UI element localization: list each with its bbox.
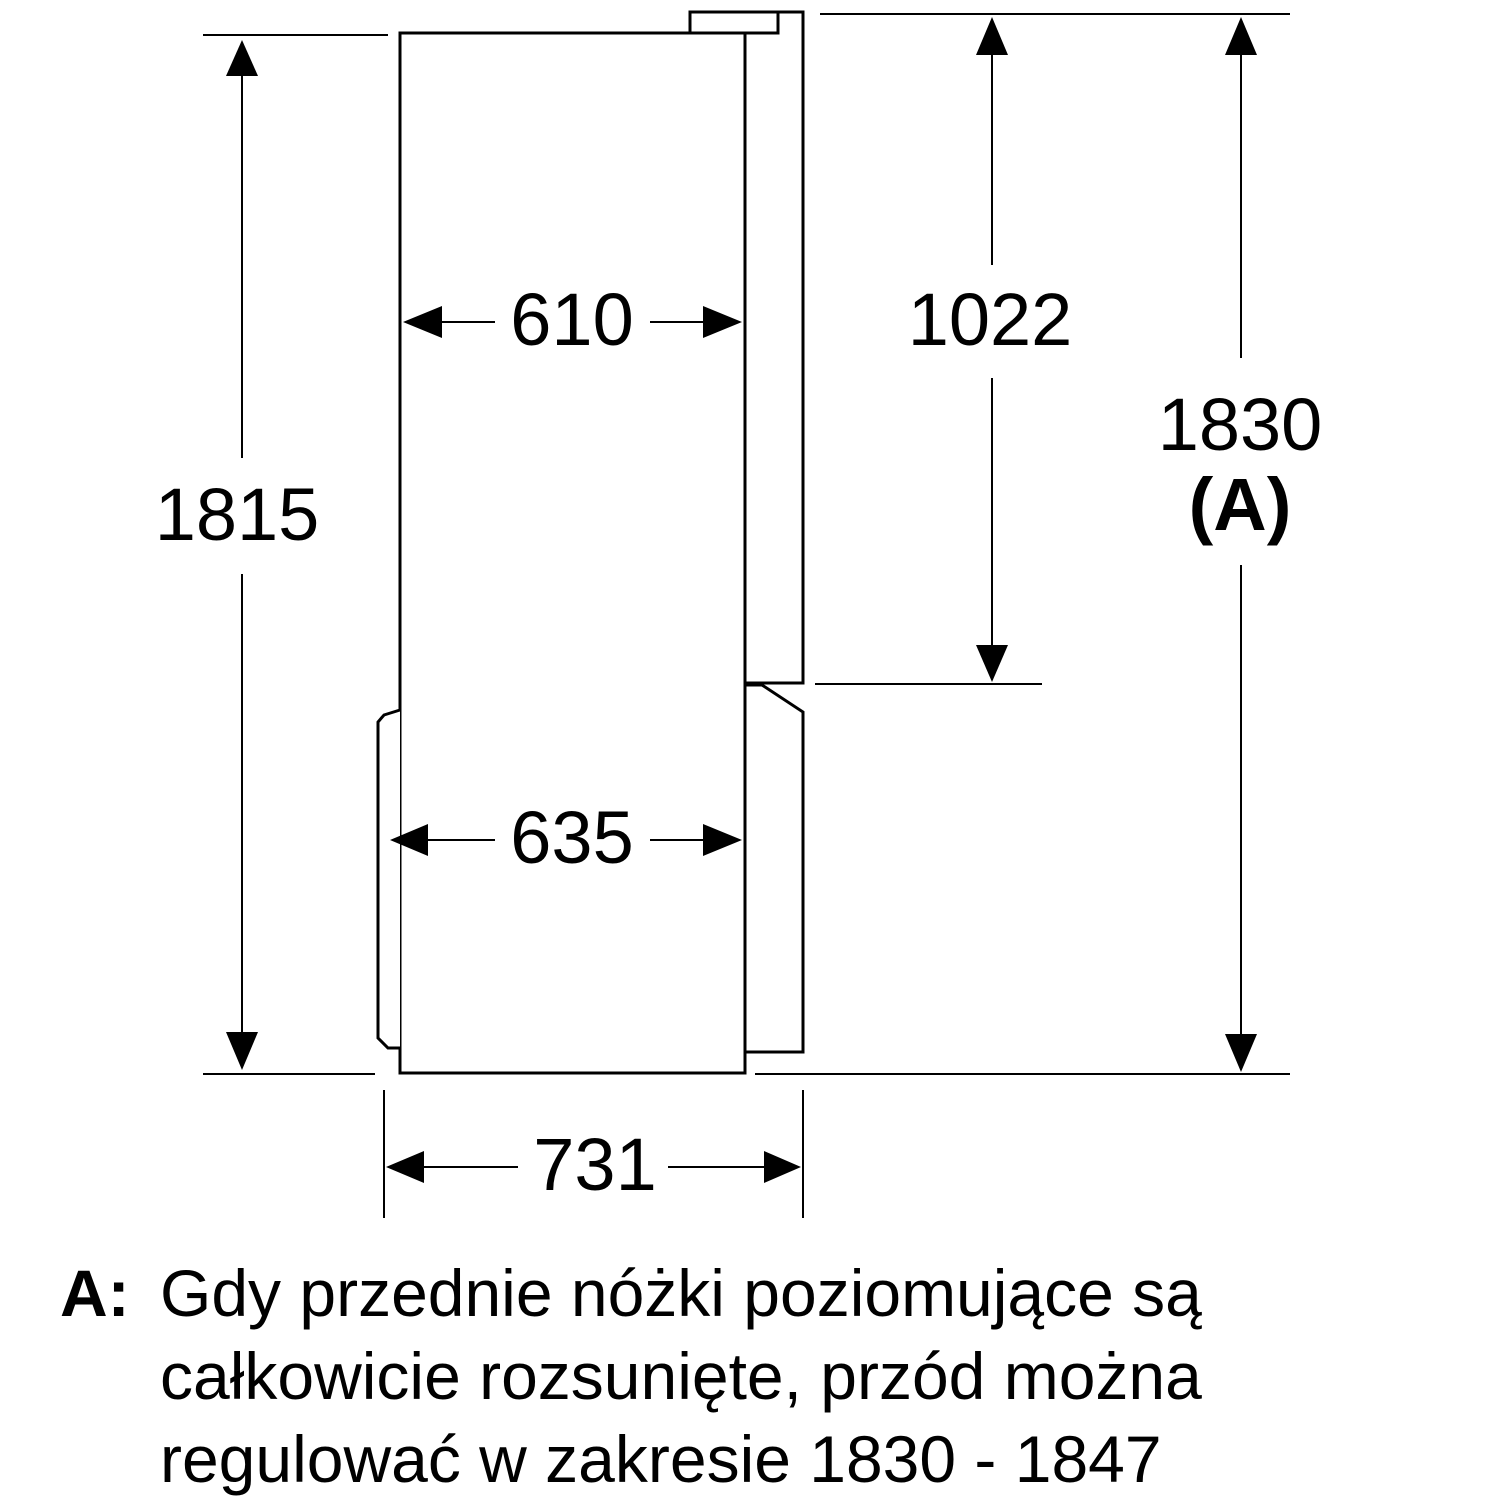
- dimension-door-top-height: 1022: [908, 17, 1073, 682]
- footnote: A: Gdy przednie nóżki poziomujące są cał…: [60, 1252, 1480, 1501]
- footnote-text: Gdy przednie nóżki poziomujące są całkow…: [160, 1252, 1480, 1501]
- label-depth-with-door: 731: [533, 1123, 656, 1206]
- dimension-depth-with-door: 731: [386, 1123, 801, 1206]
- footnote-line: całkowicie rozsunięte, przód można: [160, 1339, 1202, 1413]
- dimension-height-to-top: 1830 (A): [1158, 17, 1323, 1072]
- label-height-to-top: 1830: [1158, 383, 1323, 466]
- label-total-height: 1815: [155, 473, 320, 556]
- dimension-width-with-protrusion: 635: [390, 796, 742, 879]
- label-body-width: 610: [510, 278, 633, 361]
- footnote-line: regulować w zakresie 1830 - 1847: [160, 1422, 1162, 1496]
- fridge-body: [398, 31, 747, 1075]
- label-width-with-protrusion: 635: [510, 796, 633, 879]
- lower-door: [743, 683, 805, 1054]
- footnote-line: Gdy przednie nóżki poziomujące są: [160, 1256, 1202, 1330]
- rear-protrusion: [376, 708, 401, 1050]
- footnote-key: A:: [60, 1256, 130, 1330]
- upper-door: [743, 10, 805, 685]
- dimension-body-width: 610: [403, 278, 742, 361]
- dimension-total-height: 1815: [155, 40, 320, 1070]
- label-door-top-height: 1022: [908, 278, 1073, 361]
- label-height-to-top-ref: (A): [1189, 463, 1292, 546]
